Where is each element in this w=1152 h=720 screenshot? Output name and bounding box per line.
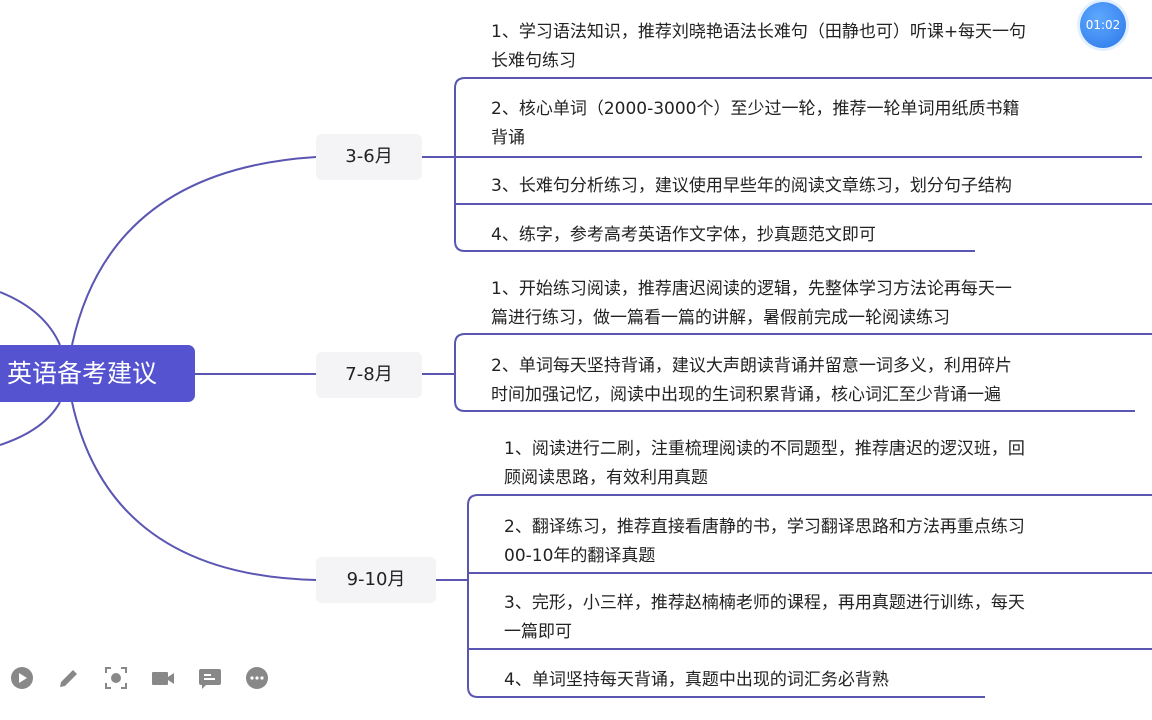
pencil-icon[interactable]	[57, 666, 81, 690]
leaf-item[interactable]: 3、完形，小三样，推荐赵楠楠老师的课程，再用真题进行训练，每天一篇即可	[504, 593, 1025, 642]
leaf-item[interactable]: 3、长难句分析练习，建议使用早些年的阅读文章练习，划分句子结构	[491, 176, 1012, 196]
branch-9-10[interactable]: 9-10月	[316, 557, 436, 603]
leaf-item[interactable]: 4、单词坚持每天背诵，真题中出现的词汇务必背熟	[504, 670, 889, 690]
root-node[interactable]: 英语备考建议	[0, 345, 195, 402]
leaf-item[interactable]: 1、阅读进行二刷，注重梳理阅读的不同题型，推荐唐迟的逻汉班，回顾阅读思路，有效利…	[504, 439, 1025, 488]
leaf-item[interactable]: 2、核心单词（2000-3000个）至少过一轮，推荐一轮单词用纸质书籍背诵	[491, 99, 1020, 148]
leaf-item[interactable]: 1、开始练习阅读，推荐唐迟阅读的逻辑，先整体学习方法论再每天一篇进行练习，做一篇…	[491, 279, 1012, 328]
branch-7-8[interactable]: 7-8月	[316, 352, 422, 398]
screenshot-icon[interactable]	[104, 666, 128, 690]
leaf-item[interactable]: 2、单词每天坚持背诵，建议大声朗读背诵并留意一词多义，利用碎片时间加强记忆，阅读…	[491, 356, 1012, 405]
player-toolbar	[10, 666, 269, 690]
comment-icon[interactable]	[198, 666, 222, 690]
leaf-item[interactable]: 4、练字，参考高考英语作文字体，抄真题范文即可	[491, 225, 876, 245]
leaf-item[interactable]: 1、学习语法知识，推荐刘晓艳语法长难句（田静也可）听课+每天一句长难句练习	[491, 22, 1027, 71]
play-icon[interactable]	[10, 666, 34, 690]
branch-3-6[interactable]: 3-6月	[316, 134, 422, 180]
video-icon[interactable]	[151, 666, 175, 690]
timer-badge[interactable]: 01:02	[1080, 2, 1126, 48]
more-icon[interactable]	[245, 666, 269, 690]
